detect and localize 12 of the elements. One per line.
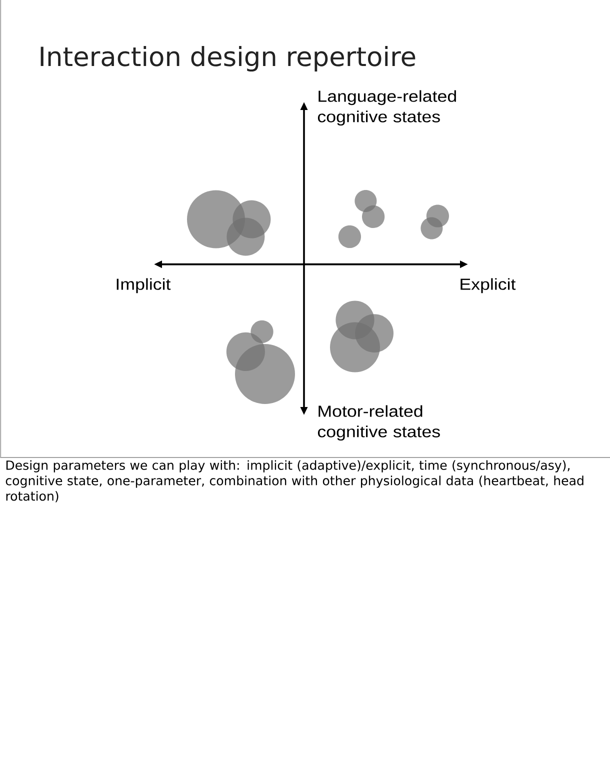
bubble bbox=[338, 225, 361, 248]
bubble bbox=[355, 314, 394, 352]
bubble bbox=[250, 320, 274, 343]
caption: Design parameters we can play with: implicit (adaptive)/explicit, time (synchronous/asy), cognitive state, one-parameter, combination with other physiological data (heartbeat, head rotation) bbox=[6, 460, 584, 502]
axis-label: Language-related cognitive states bbox=[318, 90, 456, 126]
bubble bbox=[426, 204, 449, 228]
axis-label: Motor-related cognitive states bbox=[318, 405, 440, 440]
bubble bbox=[362, 205, 385, 228]
bubble bbox=[232, 200, 271, 238]
axis-label: Implicit bbox=[116, 278, 171, 294]
axis-label: Explicit bbox=[460, 278, 516, 294]
slide-title: Interaction design repertoire bbox=[40, 46, 416, 72]
